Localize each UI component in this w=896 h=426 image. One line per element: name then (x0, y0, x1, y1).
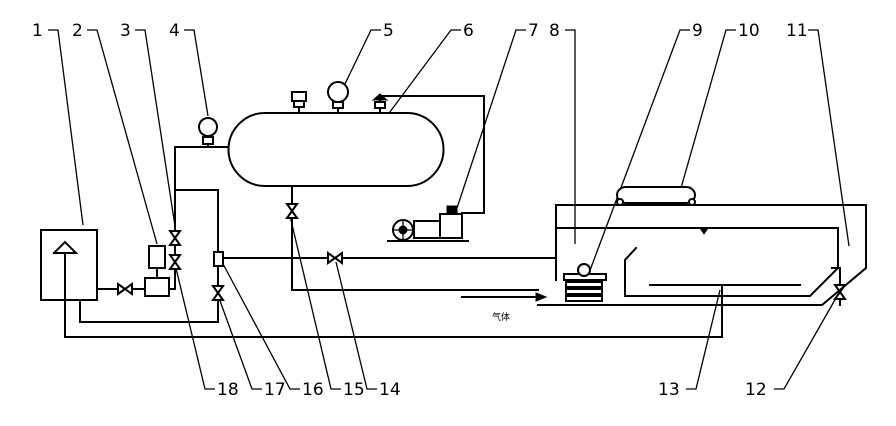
flow-note: 气体 (492, 311, 510, 323)
callout-1: 1 (32, 21, 43, 41)
callout-18: 18 (217, 380, 239, 400)
valve-15 (285, 203, 299, 219)
callout-12: 12 (745, 380, 767, 400)
vent-fitting (371, 93, 389, 109)
callout-7: 7 (528, 21, 539, 41)
storage-vessel (227, 112, 445, 187)
callout-5: 5 (383, 21, 394, 41)
callout-8: 8 (549, 21, 560, 41)
callout-15: 15 (343, 380, 365, 400)
top-capsule (616, 186, 696, 206)
callout-10: 10 (738, 21, 760, 41)
leader-lines (48, 29, 850, 390)
callout-2: 2 (72, 21, 83, 41)
callout-11: 11 (786, 21, 808, 41)
pressure-gauge-4 (198, 117, 218, 145)
callout-6: 6 (463, 21, 474, 41)
valve-inlet (117, 282, 133, 296)
callout-17: 17 (264, 380, 286, 400)
callout-9: 9 (692, 21, 703, 41)
callout-labels: 1 2 3 4 5 6 7 8 9 10 11 12 13 14 15 16 1… (32, 21, 808, 400)
control-cabinet (40, 229, 98, 301)
outer-tank (537, 204, 867, 306)
pressure-gauge-5 (327, 81, 349, 109)
gas-flow-arrow (461, 292, 548, 302)
relief-valve-top (291, 91, 307, 108)
pump-motor (387, 205, 469, 242)
callout-13: 13 (658, 380, 680, 400)
valve-17 (211, 285, 225, 301)
callout-14: 14 (379, 380, 401, 400)
callout-3: 3 (120, 21, 131, 41)
filter (144, 245, 170, 297)
fitting-16 (213, 251, 224, 267)
spray-unit (563, 263, 607, 302)
valve-18 (168, 254, 182, 270)
callout-16: 16 (302, 380, 324, 400)
valve-14 (327, 251, 343, 265)
valve-3 (168, 230, 182, 246)
callout-4: 4 (169, 21, 180, 41)
